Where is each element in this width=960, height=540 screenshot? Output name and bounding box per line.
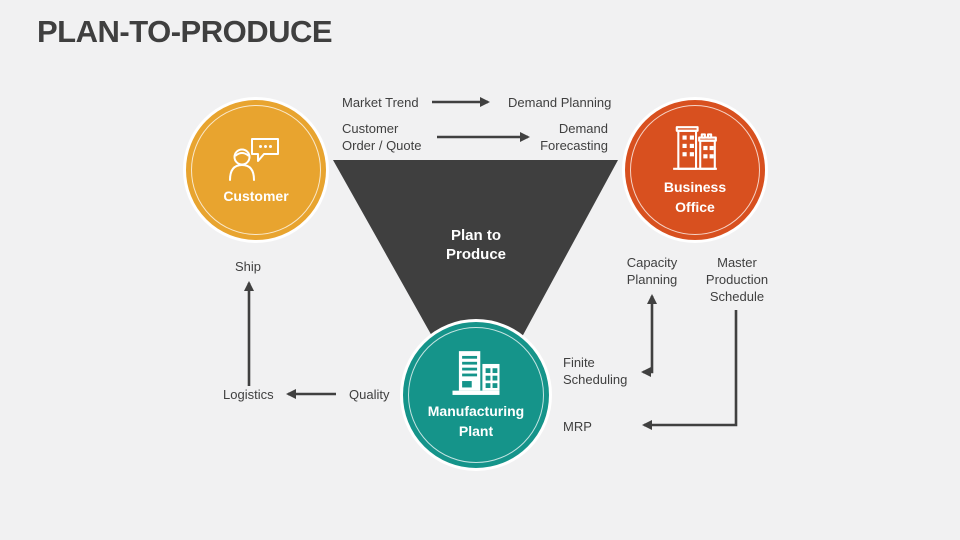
- arrow-finite-scheduling-capacity-planning: [641, 294, 657, 377]
- business-office-node: Business Office: [622, 97, 768, 243]
- funnel-shape: [333, 160, 618, 418]
- funnel-label: Plan to Produce: [445, 227, 506, 263]
- arrow-master-production-schedule-to-mrp: [642, 310, 738, 430]
- customer-node: Customer: [183, 97, 329, 243]
- flow-label-ship: Ship: [234, 259, 262, 274]
- manufacturing-plant-node: Manufacturing Plant: [400, 319, 552, 471]
- flow-label-demand-planning: Demand Planning: [508, 95, 612, 110]
- flow-label-market-trend: Market Trend: [342, 95, 419, 110]
- business-office-label: Business Office: [663, 178, 727, 215]
- flow-label-customer-order-quote: Customer Order / Quote: [342, 121, 422, 153]
- office-buildings-icon: [673, 125, 717, 170]
- flow-label-demand-forecasting: Demand Forecasting: [540, 121, 608, 153]
- manufacturing-plant-label: Manufacturing Plant: [427, 403, 525, 439]
- flow-label-capacity-planning: Capacity Planning: [626, 255, 678, 287]
- factory-buildings-icon: [452, 351, 500, 395]
- flow-label-quality: Quality: [349, 387, 390, 402]
- flow-label-logistics: Logistics: [223, 387, 274, 402]
- flow-label-master-production-schedule: Master Production Schedule: [705, 255, 769, 304]
- person-chat-icon: [229, 137, 279, 181]
- flow-label-finite-scheduling: Finite Scheduling: [563, 355, 628, 387]
- page-title: PLAN-TO-PRODUCE: [37, 14, 333, 49]
- customer-label: Customer: [223, 187, 289, 204]
- flow-label-mrp: MRP: [563, 419, 592, 434]
